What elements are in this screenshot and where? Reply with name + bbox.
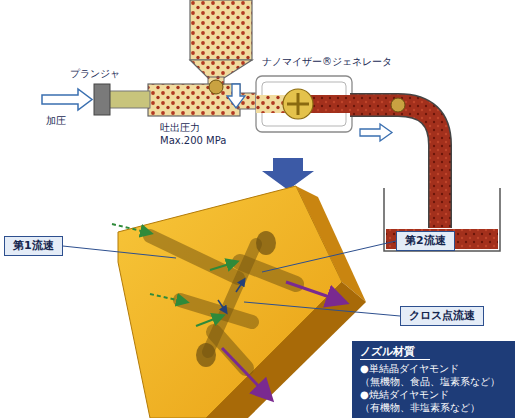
- outflow-arrow: [286, 282, 344, 302]
- callout-text: クロス点流速: [409, 309, 475, 322]
- nozzle-block: [118, 186, 342, 418]
- channel-end: [196, 343, 216, 367]
- plunger-rod: [108, 91, 150, 108]
- flow-arrow: [227, 84, 245, 108]
- leader-line: [63, 246, 176, 258]
- part-label: 吐出圧力: [160, 122, 200, 134]
- outlet-pipe: [350, 105, 440, 228]
- callout-box: 第2流速: [396, 231, 455, 251]
- hopper: [190, 0, 252, 60]
- callout-text: 第1流速: [13, 239, 54, 252]
- plunger-head: [94, 84, 110, 115]
- flow-arrow: [218, 300, 226, 312]
- inflow-arrow: [112, 224, 150, 233]
- callout-box: 第1流速: [4, 236, 63, 256]
- outflow-arrow: [222, 348, 270, 398]
- material-item: （無機物、食品、塩素系など）: [360, 375, 509, 388]
- outlet-pipe-outline: [350, 105, 440, 228]
- material-item: ●焼結ダイヤモンド: [360, 388, 509, 401]
- beaker: [384, 188, 500, 251]
- pressure-arrow: [42, 89, 92, 110]
- nozzle-disc: [283, 89, 313, 119]
- check-valve: [391, 98, 405, 112]
- leader-line: [262, 241, 396, 272]
- inflow-arrow: [210, 262, 236, 270]
- part-label: ナノマイザー®ジェネレータ: [262, 56, 392, 68]
- block-side: [296, 186, 366, 302]
- hopper-funnel: [190, 60, 252, 78]
- part-label: プランジャ: [70, 68, 120, 80]
- callout-text: 第2流速: [405, 234, 446, 247]
- leader-line: [244, 302, 400, 316]
- zoom-arrow: [262, 158, 314, 190]
- material-box: ノズル材質 ●単結晶ダイヤモンド（無機物、食品、塩素系など）●焼結ダイヤモンド（有…: [352, 341, 515, 418]
- material-item: ●単結晶ダイヤモンド: [360, 362, 509, 375]
- flow-arrow: [236, 280, 244, 292]
- callout-text: ノズル材質: [360, 344, 430, 360]
- part-label: 加圧: [46, 115, 66, 127]
- part-label: Max.200 MPa: [160, 135, 226, 147]
- nozzle-cross: [287, 93, 309, 115]
- check-valve: [209, 80, 223, 94]
- generator-housing: [256, 76, 352, 132]
- material-item: （有機物、非塩素系など）: [360, 401, 509, 414]
- inflow-arrow: [150, 294, 186, 302]
- channel-end: [256, 231, 276, 255]
- callout-box: クロス点流速: [400, 306, 484, 326]
- inflow-arrow: [196, 316, 222, 326]
- cylinder: [148, 84, 240, 116]
- flow-arrow: [360, 124, 392, 141]
